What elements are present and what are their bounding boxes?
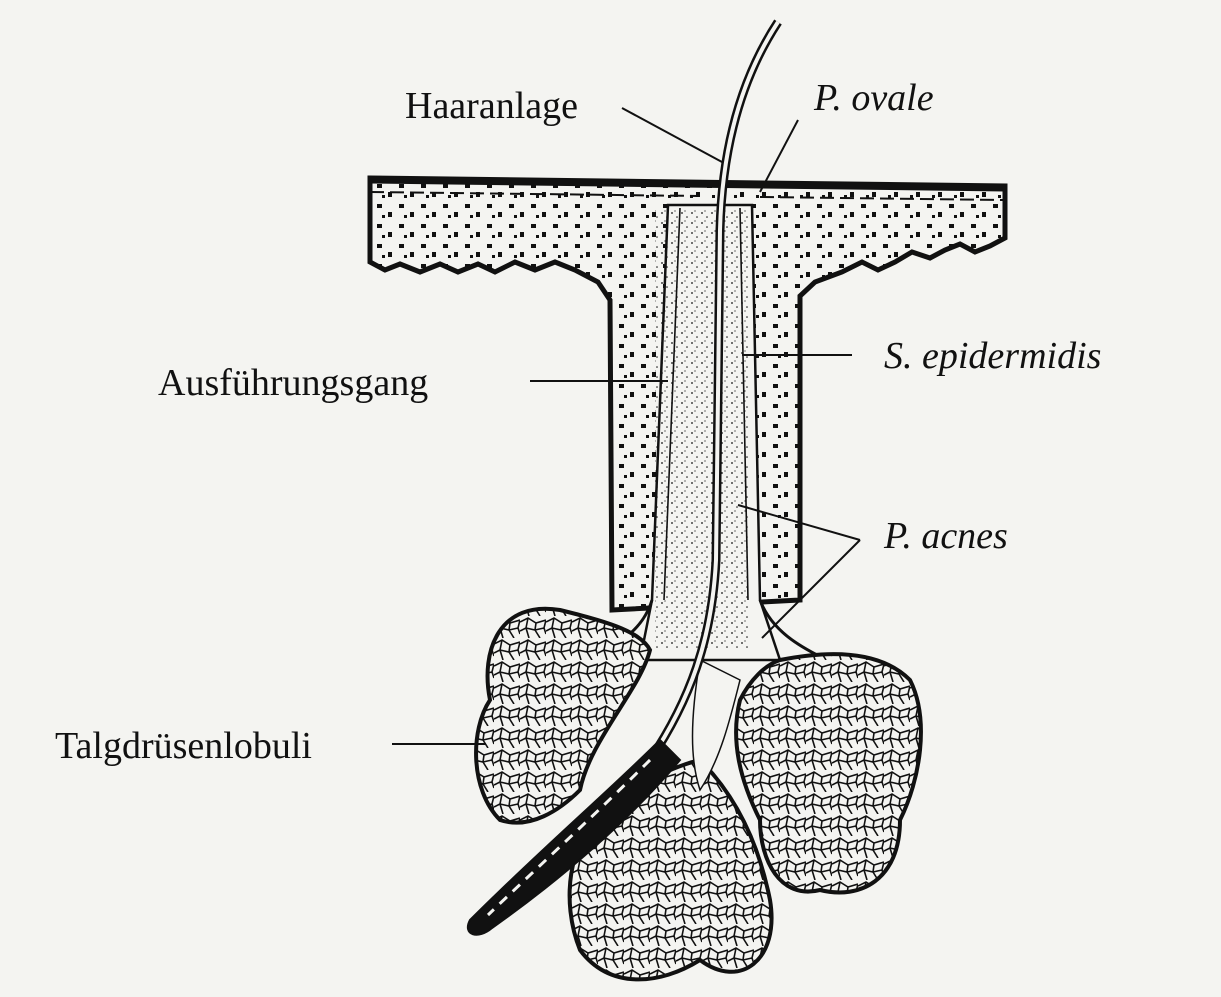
label-talgdruesenlobuli: Talgdrüsenlobuli <box>55 725 312 767</box>
label-s-epidermidis: S. epidermidis <box>884 335 1101 377</box>
label-p-ovale: P. ovale <box>813 77 934 119</box>
label-haaranlage: Haaranlage <box>405 85 578 127</box>
label-ausfuehrungsgang: Ausführungsgang <box>158 362 428 404</box>
label-p-acnes: P. acnes <box>883 515 1008 557</box>
leader-haaranlage <box>622 108 722 162</box>
